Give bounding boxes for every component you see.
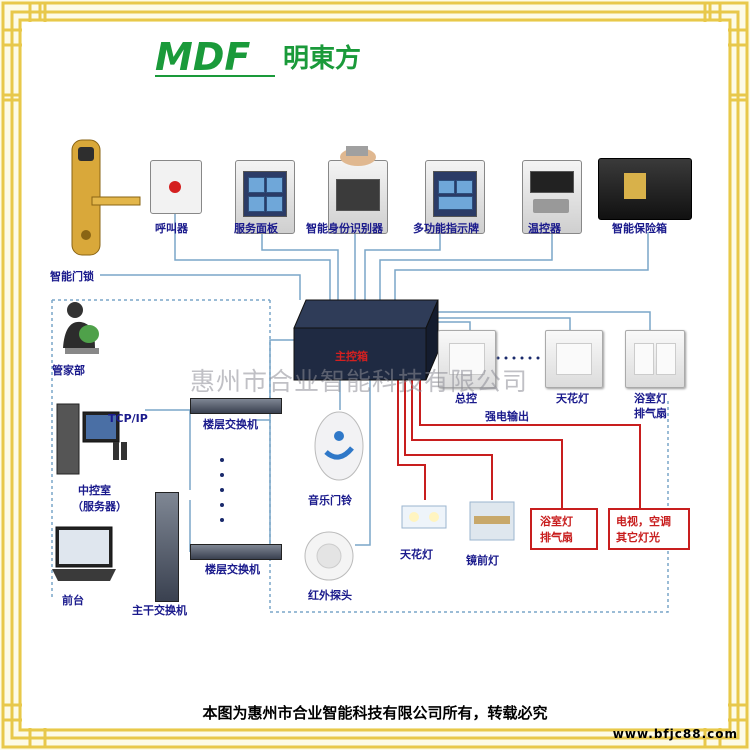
service-panel-label: 服务面板 (234, 222, 278, 235)
logo-cn-text: 明東方 (283, 44, 362, 74)
main-box-label: 主控箱 (335, 350, 368, 363)
floor-switch-1-label: 楼层交换机 (203, 418, 258, 431)
tv-output-box: 电视，空调 其它灯光 (608, 508, 690, 550)
server-computer-icon (56, 403, 127, 475)
ir-probe-icon (304, 531, 354, 581)
thermostat-display (530, 171, 574, 193)
company-logo: MDF 明東方 (155, 30, 361, 84)
operator-person-icon (63, 302, 99, 354)
mdf-logo-icon: MDF (155, 35, 275, 79)
bath-output-box: 浴室灯 排气扇 (530, 508, 598, 550)
main-switch-label: 主干交换机 (132, 604, 187, 617)
master-ctrl-label: 总控 (455, 392, 477, 405)
bath-light-switch-label-1: 浴室灯 (634, 392, 667, 405)
safe-label: 智能保险箱 (612, 222, 667, 235)
server-label: （服务器） (72, 500, 127, 513)
bath-box-label-1: 浴室灯 (540, 515, 573, 528)
site-url: www.bfjc88.com (612, 727, 738, 741)
indicator-label: 多功能指示牌 (413, 222, 479, 235)
safe-keypad-icon (624, 173, 646, 199)
mirror-light-label: 镜前灯 (466, 554, 499, 567)
ceiling-switch-device (545, 330, 603, 388)
bath-switch-device (625, 330, 685, 388)
safe-device (598, 158, 692, 220)
call-button-label: 呼叫器 (155, 222, 188, 235)
doorbell-icon (314, 411, 364, 481)
main-switch-device (155, 492, 179, 602)
id-recognizer-slot (336, 179, 380, 211)
tv-box-label-1: 电视，空调 (616, 515, 671, 528)
id-recognizer-label: 智能身份识别器 (306, 222, 383, 235)
ir-probe-label: 红外探头 (308, 589, 352, 602)
svg-text:MDF: MDF (155, 35, 250, 79)
mirror-light-icon (469, 501, 515, 541)
floor-switch-2-label: 楼层交换机 (205, 563, 260, 576)
thermostat-buttons (533, 199, 569, 213)
hand-card-icon (340, 146, 376, 166)
red-button-icon (169, 181, 181, 193)
bath-box-label-2: 排气扇 (540, 531, 573, 544)
housekeeping-label: 管家部 (52, 364, 85, 377)
power-output-label: 强电输出 (485, 410, 529, 423)
floor-switch-1-device (190, 398, 282, 414)
ceiling-light-switch-label: 天花灯 (556, 392, 589, 405)
id-recognizer-device (328, 160, 388, 234)
service-panel-screen (243, 171, 287, 217)
watermark-text: 惠州市合业智能科技有限公司 (190, 367, 529, 396)
tcpip-label: TCP/IP (108, 412, 148, 425)
call-button-device (150, 160, 202, 214)
door-lock-icon (71, 139, 141, 256)
service-panel-device (235, 160, 295, 234)
door-lock-label: 智能门锁 (50, 270, 94, 283)
doorbell-label: 音乐门铃 (308, 494, 352, 507)
thermostat-device (522, 160, 582, 234)
tv-box-label-2: 其它灯光 (616, 531, 660, 544)
floor-switch-2-device (190, 544, 282, 560)
indicator-screen (433, 171, 477, 217)
master-switch-device (438, 330, 496, 388)
control-room-label: 中控室 (78, 484, 111, 497)
copyright-footer: 本图为惠州市合业智能科技有限公司所有，转载必究 (202, 704, 548, 722)
main-control-box-icon (293, 299, 439, 381)
ceiling-light-label: 天花灯 (400, 548, 433, 561)
laptop-icon (52, 526, 116, 581)
ceiling-light-icon (401, 505, 447, 529)
front-desk-label: 前台 (62, 594, 84, 607)
thermostat-label: 温控器 (528, 222, 561, 235)
indicator-device (425, 160, 485, 234)
bath-light-switch-label-2: 排气扇 (634, 407, 667, 420)
